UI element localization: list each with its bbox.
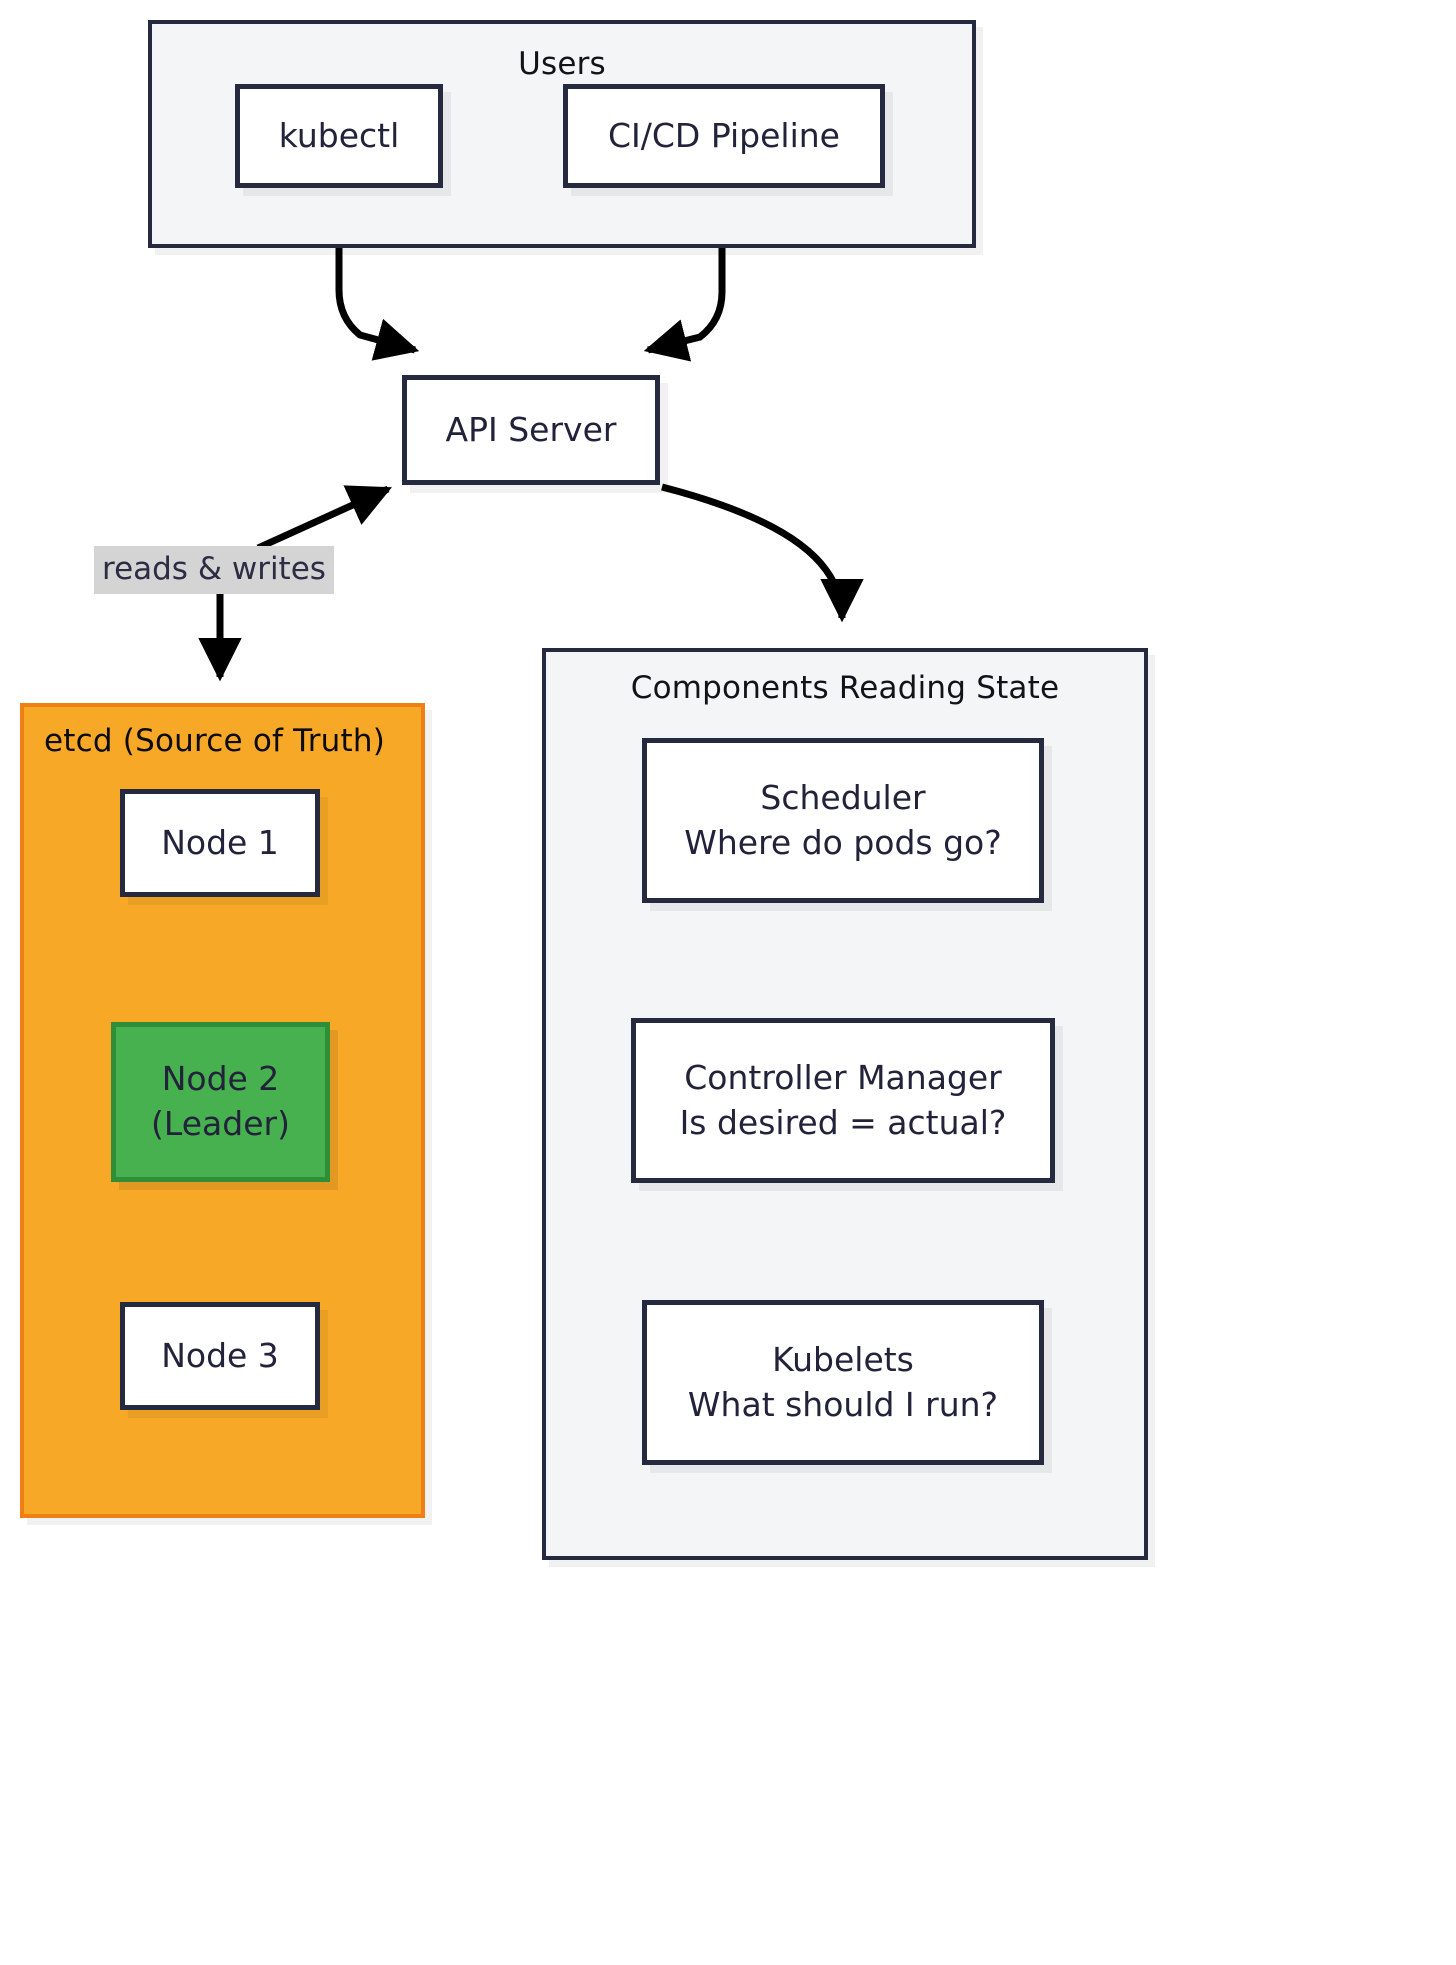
node-kubelets[interactable]: Kubelets What should I run? — [642, 1300, 1044, 1465]
node-kubelets-sublabel: What should I run? — [687, 1384, 999, 1424]
node-scheduler-label: Scheduler — [760, 777, 926, 817]
node-etcd-node-2-leader[interactable]: Node 2 (Leader) — [111, 1022, 330, 1182]
node-controller-manager[interactable]: Controller Manager Is desired = actual? — [631, 1018, 1055, 1183]
node-scheduler-sublabel: Where do pods go? — [684, 822, 1002, 862]
subgraph-etcd-title: etcd (Source of Truth) — [44, 723, 386, 759]
edge-etcd-to-api-server — [256, 485, 392, 552]
node-scheduler[interactable]: Scheduler Where do pods go? — [642, 738, 1044, 903]
node-api-server-label: API Server — [445, 409, 617, 449]
subgraph-users-title: Users — [518, 46, 606, 82]
node-controller-manager-label: Controller Manager — [684, 1057, 1002, 1097]
node-kubectl-label: kubectl — [278, 115, 400, 155]
edge-api-server-to-components — [661, 483, 864, 623]
node-cicd-pipeline[interactable]: CI/CD Pipeline — [563, 84, 885, 188]
node-kubelets-label: Kubelets — [772, 1339, 914, 1379]
node-controller-manager-sublabel: Is desired = actual? — [679, 1102, 1007, 1142]
node-cicd-pipeline-label: CI/CD Pipeline — [608, 115, 840, 155]
node-etcd-node-2-label: Node 2 — [161, 1059, 280, 1099]
node-etcd-node-1[interactable]: Node 1 — [120, 789, 320, 897]
node-etcd-node-3[interactable]: Node 3 — [120, 1302, 320, 1410]
subgraph-components-title: Components Reading State — [630, 670, 1060, 706]
node-etcd-node-3-label: Node 3 — [161, 1335, 279, 1375]
node-kubectl[interactable]: kubectl — [235, 84, 443, 188]
edge-label-reads-and-writes: reads & writes — [94, 546, 334, 595]
node-etcd-node-1-label: Node 1 — [161, 822, 279, 862]
node-api-server[interactable]: API Server — [402, 375, 660, 485]
node-etcd-node-2-sublabel: (Leader) — [151, 1104, 290, 1143]
